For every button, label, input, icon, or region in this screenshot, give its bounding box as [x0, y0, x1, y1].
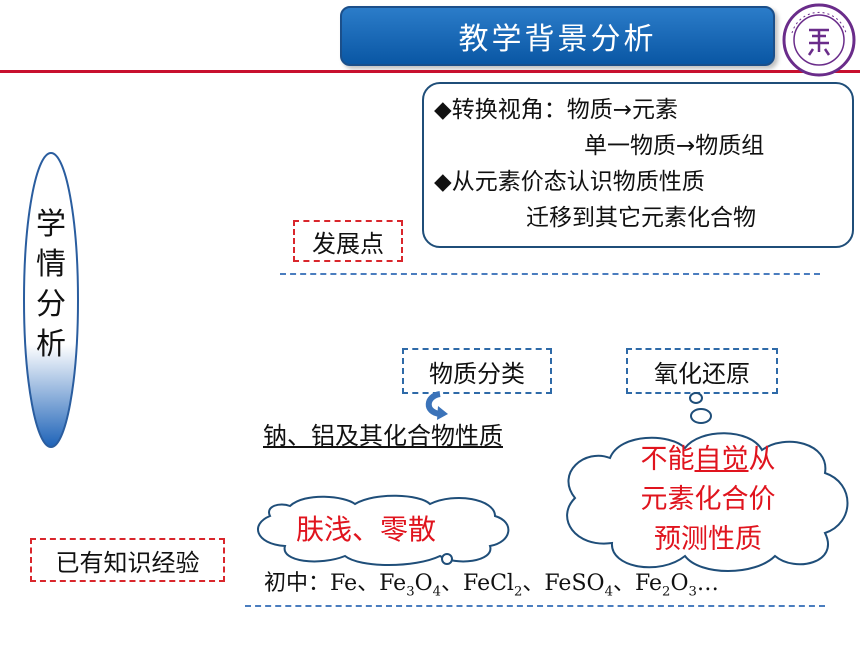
right-cloud-icon	[566, 432, 849, 572]
point-1: ◆转换视角：物质→元素	[434, 97, 678, 123]
development-label: 发展点	[293, 220, 403, 262]
curved-arrow-icon	[425, 391, 448, 420]
experience-label: 已有知识经验	[30, 538, 225, 582]
left-cloud-icon	[257, 494, 510, 566]
lower-divider	[245, 605, 825, 607]
small-bubble-icon	[441, 553, 453, 565]
page-title: 教学背景分析	[340, 6, 775, 66]
redox-box: 氧化还原	[626, 348, 778, 394]
development-callout: ◆转换视角：物质→元素 单一物质→物质组 ◆从元素价态认识物质性质 迁移到其它元…	[422, 82, 854, 248]
left-cloud-text: 肤浅、零散	[296, 513, 437, 546]
side-pill	[23, 152, 79, 448]
thought-dots-icon	[689, 392, 712, 424]
right-cloud-text: 不能自觉从 元素化合价 预测性质	[640, 444, 776, 555]
point-2: 单一物质→物质组	[584, 133, 765, 159]
point-4: 迁移到其它元素化合物	[526, 205, 756, 231]
classification-box: 物质分类	[402, 348, 552, 394]
header-divider	[0, 70, 860, 73]
side-label: 学 情 分 析	[36, 207, 66, 362]
point-3: ◆从元素价态认识物质性质	[434, 169, 705, 195]
experience-formulas: 初中：Fe、Fe3O4、FeCl2、FeSO4、Fe2O3…	[264, 571, 719, 600]
tsinghua-seal-icon	[782, 3, 856, 77]
knowledge-text: 钠、铝及其化合物性质	[263, 422, 503, 450]
upper-divider	[280, 273, 820, 275]
